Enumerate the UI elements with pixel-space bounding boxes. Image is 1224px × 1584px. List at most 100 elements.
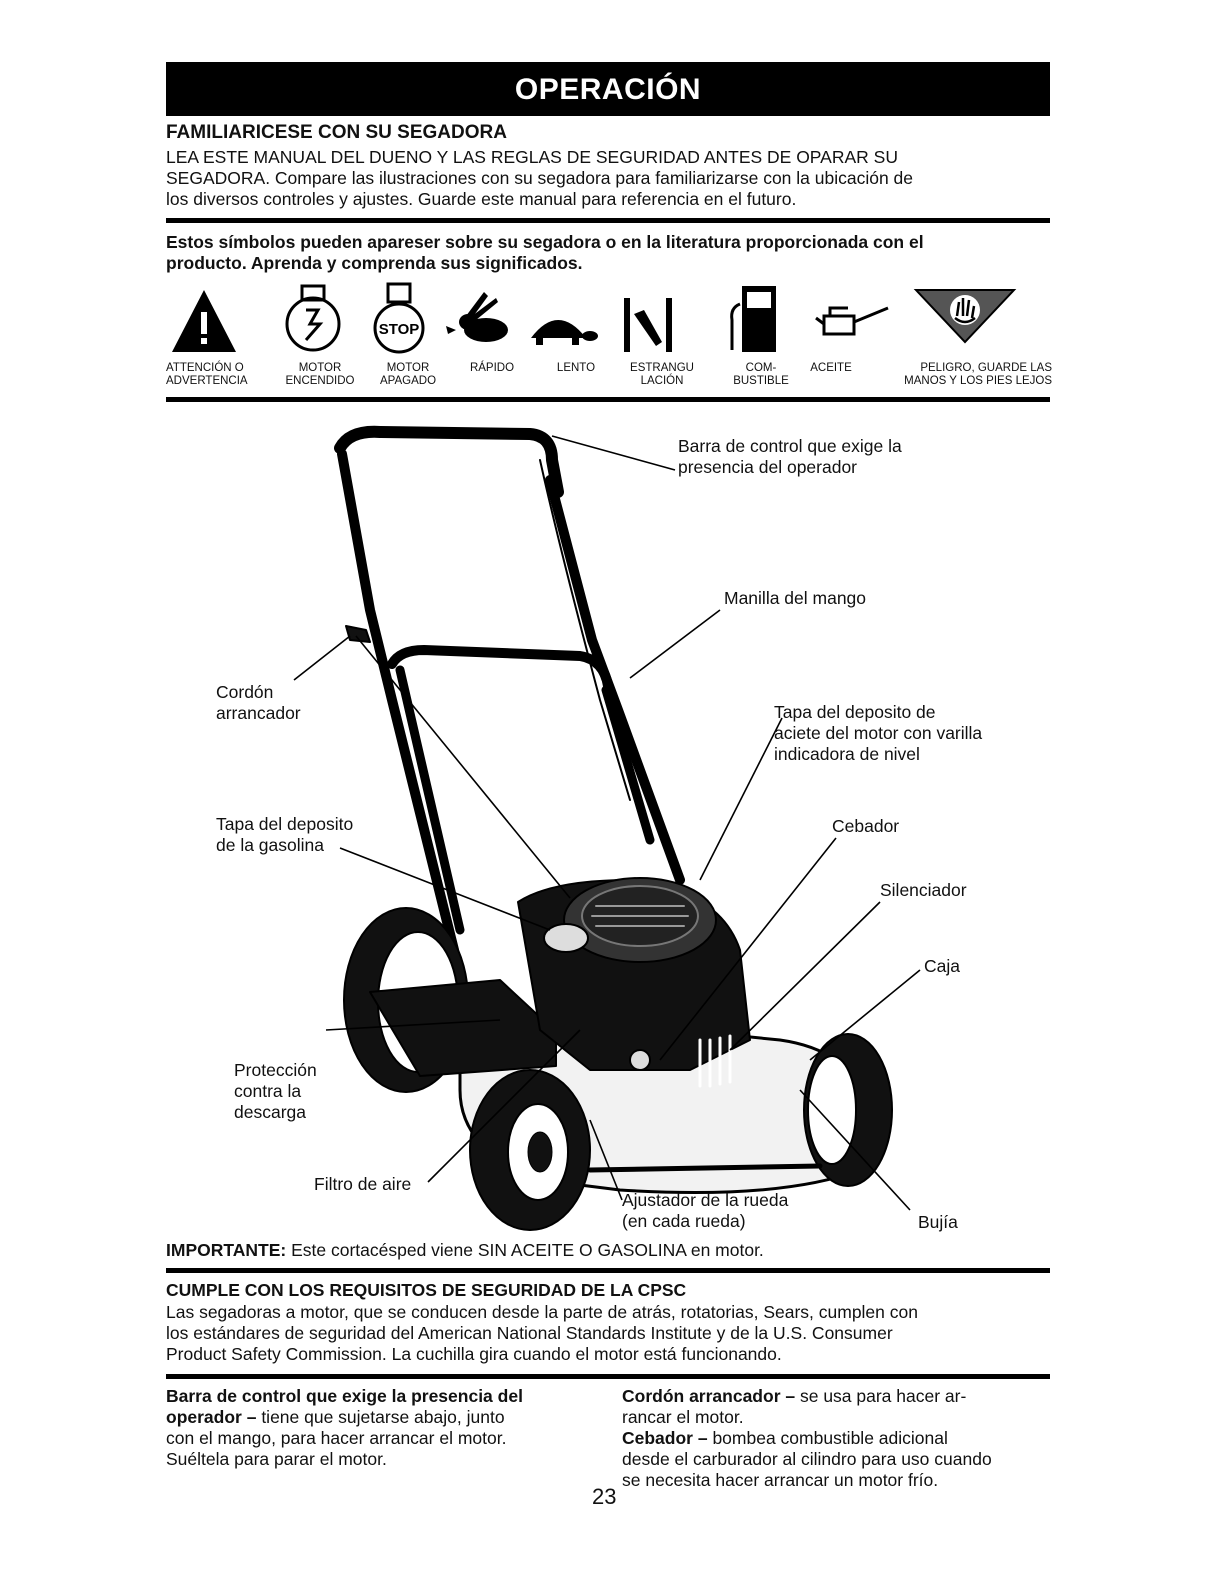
intro-line: los diversos controles y ajustes. Guarde…	[166, 189, 797, 209]
divider	[166, 218, 1050, 223]
symbols-heading: Estos símbolos pueden apareser sobre su …	[166, 232, 1056, 274]
label-control-bar: Barra de control que exige la presencia …	[678, 436, 902, 478]
definition-term: Cordón arrancador –	[622, 1386, 796, 1406]
label-line: (en cada rueda)	[622, 1211, 746, 1231]
cpsc-line: Product Safety Commission. La cuchilla g…	[166, 1344, 782, 1364]
label-line: Ajustador de la rueda	[622, 1190, 789, 1210]
intro-paragraph: LEA ESTE MANUAL DEL DUENO Y LAS REGLAS D…	[166, 147, 1056, 210]
label-housing: Caja	[924, 956, 960, 977]
engine-start-icon	[285, 284, 341, 352]
important-text: Este cortacésped viene SIN ACEITE O GASO…	[286, 1240, 764, 1260]
label-line: descarga	[234, 1102, 306, 1122]
caption-line: BUSTIBLE	[733, 375, 789, 387]
definition-text: se usa para hacer ar-	[795, 1386, 967, 1406]
definition-text: se necesita hacer arrancar un motor frío…	[622, 1470, 939, 1490]
symbols-heading-line: Estos símbolos pueden apareser sobre su …	[166, 232, 924, 252]
definition-text: tiene que sujetarse abajo, junto	[256, 1407, 505, 1427]
caption-line: ADVERTENCIA	[166, 375, 248, 387]
label-line: Barra de control que exige la	[678, 436, 902, 456]
fuel-pump-icon	[730, 286, 776, 352]
caption-line: ENCENDIDO	[285, 375, 355, 387]
intro-line: LEA ESTE MANUAL DEL DUENO Y LAS REGLAS D…	[166, 147, 898, 167]
label-line: contra la	[234, 1081, 302, 1101]
label-line: Tapa del deposito de	[774, 702, 936, 722]
lawn-mower-illustration	[293, 425, 921, 1231]
symbol-caption: COM- BUSTIBLE	[716, 362, 806, 388]
label-line: Filtro de aire	[314, 1174, 412, 1194]
label-line: aciete del motor con varilla	[774, 723, 983, 743]
symbol-caption: ESTRANGU LACIÓN	[614, 362, 710, 388]
label-wheel-adjuster: Ajustador de la rueda (en cada rueda)	[622, 1190, 788, 1232]
label-primer: Cebador	[832, 816, 899, 837]
warning-triangle-icon	[172, 290, 236, 352]
symbol-caption: MOTOR ENCENDIDO	[270, 362, 370, 388]
divider	[166, 1374, 1050, 1379]
label-discharge-guard: Protección contra la descarga	[234, 1060, 317, 1123]
cpsc-line: los estándares de seguridad del American…	[166, 1323, 893, 1343]
label-line: Caja	[924, 956, 960, 976]
symbol-caption: PELIGRO, GUARDE LAS MANOS Y LOS PIES LEJ…	[862, 362, 1052, 388]
divider	[166, 397, 1050, 402]
label-line: Cordón	[216, 682, 274, 702]
definition-text: desde el carburador al cilindro para uso…	[622, 1449, 992, 1469]
label-line: arrancador	[216, 703, 301, 723]
definition-term: operador –	[166, 1407, 257, 1427]
symbol-caption: RÁPIDO	[452, 362, 532, 375]
cpsc-line: Las segadoras a motor, que se conducen d…	[166, 1302, 918, 1322]
label-line: de la gasolina	[216, 835, 324, 855]
label-muffler: Silenciador	[880, 880, 967, 901]
engine-stop-icon: STOP	[373, 282, 425, 354]
turtle-slow-icon	[531, 320, 598, 345]
label-line: Cebador	[832, 816, 900, 836]
important-note: IMPORTANTE: Este cortacésped viene SIN A…	[166, 1240, 764, 1261]
oil-can-icon	[815, 306, 889, 336]
intro-heading: FAMILIARICESE CON SU SEGADORA	[166, 122, 507, 143]
control-bar-shape	[334, 425, 564, 498]
label-air-filter: Filtro de aire	[314, 1174, 411, 1195]
choke-icon	[624, 298, 672, 352]
symbol-icons-row: STOP	[172, 282, 1017, 354]
caption-line: MANOS Y LOS PIES LEJOS	[904, 375, 1052, 387]
label-oil-cap: Tapa del deposito de aciete del motor co…	[774, 702, 982, 765]
caption-line: RÁPIDO	[469, 362, 515, 374]
caption-line: COM-	[745, 362, 777, 374]
fuel-cap-shape	[543, 923, 589, 953]
definition-control-bar: Barra de control que exige la presencia …	[166, 1386, 606, 1470]
definition-starter-primer: Cordón arrancador – se usa para hacer ar…	[622, 1386, 1054, 1491]
definition-text: bombea combustible adicional	[707, 1428, 948, 1448]
label-line: Tapa del deposito	[216, 814, 354, 834]
intro-line: SEGADORA. Compare las ilustraciones con …	[166, 168, 914, 188]
definition-text: rancar el motor.	[622, 1407, 744, 1427]
cpsc-paragraph: Las segadoras a motor, que se conducen d…	[166, 1302, 1056, 1365]
cpsc-heading: CUMPLE CON LOS REQUISITOS DE SEGURIDAD D…	[166, 1280, 687, 1300]
caption-line: ACEITE	[810, 362, 852, 374]
label-line: Protección	[234, 1060, 317, 1080]
caption-line: MOTOR	[386, 362, 430, 374]
label-starter-rope: Cordón arrancador	[216, 682, 301, 724]
label-handle-knob: Manilla del mango	[724, 588, 866, 609]
caption-line: ESTRANGU	[630, 362, 694, 374]
definition-text: con el mango, para hacer arrancar el mot…	[166, 1428, 507, 1448]
caption-line: MOTOR	[298, 362, 342, 374]
discharge-guard-shape	[369, 979, 557, 1077]
caption-line: LENTO	[556, 362, 596, 374]
label-line: Silenciador	[880, 880, 967, 900]
hand-hazard-icon	[913, 289, 1017, 344]
stop-icon-text: STOP	[379, 321, 420, 338]
symbol-caption: MOTOR APAGADO	[368, 362, 448, 388]
handle-right-shape	[545, 475, 685, 885]
caption-line: LACIÓN	[640, 375, 684, 387]
label-line: indicadora de nivel	[774, 744, 920, 764]
important-label: IMPORTANTE:	[166, 1240, 287, 1260]
symbols-heading-line: producto. Aprenda y comprenda sus signif…	[166, 253, 583, 273]
page-title-banner: OPERACIÓN	[166, 62, 1050, 116]
rabbit-fast-icon	[446, 292, 508, 342]
caption-line: APAGADO	[379, 375, 437, 387]
label-line: presencia del operador	[678, 457, 858, 477]
label-line: Manilla del mango	[724, 588, 867, 608]
definition-text: Suéltela para parar el motor.	[166, 1449, 387, 1469]
handle-left-shape	[337, 449, 459, 955]
definition-term: Cebador –	[622, 1428, 708, 1448]
divider	[166, 1268, 1050, 1273]
definition-term: Barra de control que exige la presencia …	[166, 1386, 523, 1406]
